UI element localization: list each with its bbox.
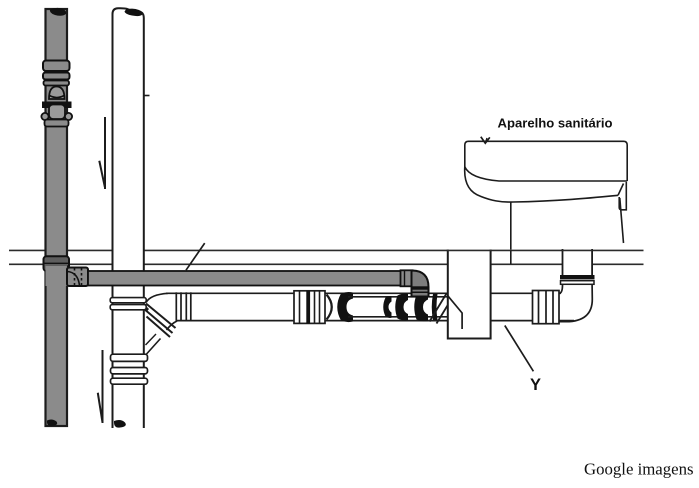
svg-text:Y: Y — [530, 376, 541, 394]
svg-text:Aparelho sanitário: Aparelho sanitário — [498, 116, 613, 131]
svg-text:Google imagens: Google imagens — [584, 460, 694, 479]
